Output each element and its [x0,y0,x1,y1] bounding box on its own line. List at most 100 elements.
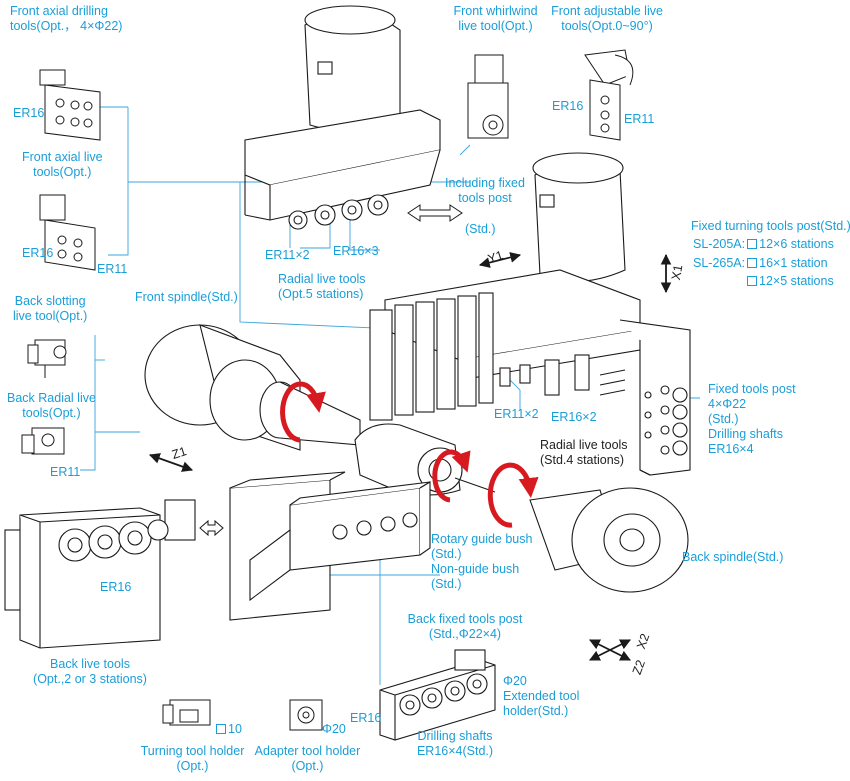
label-line: Extended tool [503,689,580,703]
label-line: SL-265A: [693,256,746,270]
label-line: Back slotting [14,294,86,308]
back-live-tool-unit [4,499,196,649]
label-line: (Std.) [708,412,739,426]
gang-tool-post-unit [369,152,691,476]
label-line: 4×Φ22 [708,397,747,411]
label-line: Radial live tools [278,272,366,286]
label-turning-tool-holder: Turning tool holder (Opt.) [130,744,255,774]
label-line: ER16×4(Std.) [416,744,494,758]
label-adapter-phi: Φ20 [322,722,346,736]
label-er16-top-right: ER16 [552,99,584,113]
label-line: Back Radial live [7,391,96,405]
front-adjustable-tool [584,49,634,141]
label-line: Non-guide bush [431,562,520,576]
label-sl265a: SL-265A:16×1 station [693,256,828,271]
label-line: tools(Opt.， 4×Φ22) [10,19,123,33]
front-spindle [144,324,361,451]
square-symbol-icon [747,258,758,268]
back-slotting-tool [27,339,67,378]
label-line: 10 [228,722,242,736]
label-including-std: (Std.) [465,222,496,236]
label-er16-a: ER16 [13,106,45,120]
rotation-arrows [280,381,539,528]
label-back-live-tools: Back live tools (Opt.,2 or 3 stations) [20,657,160,687]
label-line: Back fixed tools post [407,612,523,626]
label-line: (Std.) [431,547,462,561]
label-line: (Std.4 stations) [540,453,625,467]
label-er11-c: ER11 [50,465,81,479]
label-line: Turning tool holder [140,744,245,758]
label-front-axial-live: Front axial live tools(Opt.) [22,150,103,180]
label-line: live tool(Opt.) [458,19,533,33]
label-front-spindle: Front spindle(Std.) [135,290,238,304]
label-front-axial-drilling: Front axial drilling tools(Opt.， 4×Φ22) [10,4,122,34]
label-er16x3-top: ER16×3 [333,244,379,258]
label-line: holder(Std.) [503,704,569,718]
label-line: 12×5 stations [759,274,834,288]
label-line: Drilling shafts [417,729,493,743]
label-line: tools(Opt.0~90°) [561,19,653,33]
label-radial-live-opt: Radial live tools (Opt.5 stations) [278,272,366,302]
square-symbol-icon [747,239,758,249]
front-whirlwind-tool [467,54,509,139]
label-line: Back live tools [50,657,130,671]
label-line: (Std.) [431,577,462,591]
label-er16-c: ER16 [100,580,132,594]
label-er11x2-mid: ER11×2 [494,407,539,421]
label-sl265a-line2: 12×5 stations [745,274,834,289]
label-er16-d: ER16 [350,711,382,725]
label-line: 12×6 stations [759,237,834,251]
label-line: Front adjustable live [551,4,663,18]
turning-tool-holder [162,699,211,726]
back-radial-tool [21,427,65,455]
top-radial-live-tools-unit [244,5,441,230]
label-line: (Opt.5 stations) [278,287,364,301]
label-line: SL-205A: [693,237,746,251]
square-symbol-icon [747,276,757,286]
label-back-spindle: Back spindle(Std.) [682,550,784,564]
label-line: Including fixed [445,176,525,190]
label-line: Φ20 [503,674,527,688]
label-line: Front whirlwind [453,4,538,18]
axis-label-x1: X1 [668,263,686,282]
label-er11x2-top: ER11×2 [265,248,310,262]
label-line: Radial live tools [540,438,628,452]
front-axial-live-tool [39,194,96,271]
label-line: Front axial live [22,150,103,164]
label-er16x2-mid: ER16×2 [551,410,597,424]
label-radial-live-std: Radial live tools (Std.4 stations) [540,438,628,468]
label-line: (Opt.) [176,759,209,773]
label-back-radial: Back Radial live tools(Opt.) [7,391,96,421]
back-spindle [529,487,689,593]
move-arrows [199,204,463,537]
square-symbol-icon [216,724,226,734]
label-line: Front axial drilling [10,4,108,18]
label-front-whirlwind: Front whirlwind live tool(Opt.) [448,4,543,34]
label-line: (Std.,Φ22×4) [428,627,502,641]
label-including-fixed-tools-post: Including fixed tools post [430,176,540,206]
label-line: tools(Opt.) [33,165,92,179]
label-back-slotting: Back slotting live tool(Opt.) [13,294,87,324]
label-line: ER16×4 [708,442,754,456]
label-line: (Opt.) [291,759,324,773]
label-line: Rotary guide bush [431,532,533,546]
label-line: tools post [458,191,512,205]
front-axial-drilling-tool [39,69,101,141]
label-line: Drilling shafts [708,427,784,441]
label-sl205a: SL-205A: 12×6 stations [693,237,834,252]
label-line: Adapter tool holder [254,744,361,758]
label-line: (Opt.,2 or 3 stations) [33,672,147,686]
label-line: tools(Opt.) [22,406,81,420]
label-line: live tool(Opt.) [13,309,88,323]
label-front-adjustable: Front adjustable live tools(Opt.0~90°) [548,4,666,34]
back-fixed-tools-post [379,649,496,741]
label-er16-b: ER16 [22,246,54,260]
label-drilling-shafts-bottom: Drilling shafts ER16×4(Std.) [405,729,505,759]
adapter-tool-holder [289,699,323,731]
label-extended-tool-holder: Φ20 Extended tool holder(Std.) [503,674,579,719]
label-fixed-turning-tools-post: Fixed turning tools post(Std.) [691,219,850,233]
label-line: Fixed tools post [708,382,796,396]
label-turning-size: 10 [214,722,242,737]
